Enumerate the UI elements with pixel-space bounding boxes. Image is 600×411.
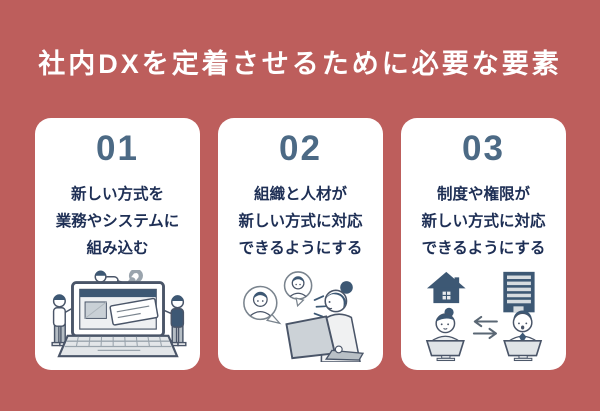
team-communication-illustration xyxy=(228,268,374,362)
card-01-text-line: 新しい方式を xyxy=(70,185,164,203)
person-laptop-bubbles-icon xyxy=(242,271,364,362)
card-03-text-line: 制度や権限が xyxy=(436,185,530,203)
card-02-text-line: できるようにする xyxy=(238,239,363,257)
remote-exchange-icon xyxy=(425,271,542,362)
card-01-number: 01 xyxy=(96,129,139,168)
card-02-text: 組織と人材が 新しい方式に対応 できるようにする xyxy=(238,181,362,262)
house-icon xyxy=(426,271,466,304)
system-integration-illustration xyxy=(45,268,191,362)
card-03-number: 03 xyxy=(462,129,505,168)
card-01-text-line: 業務やシステムに xyxy=(55,212,180,230)
card-02-text-line: 組織と人材が xyxy=(253,185,347,203)
card-03-text-line: できるようにする xyxy=(421,239,546,257)
card-03-text: 制度や権限が 新しい方式に対応 できるようにする xyxy=(421,181,545,262)
person-at-laptop-icon xyxy=(425,307,465,362)
person-at-laptop-icon xyxy=(502,310,542,362)
card-01-text-line: 組み込む xyxy=(86,239,149,257)
person-at-laptop-icon xyxy=(284,281,364,362)
card-03-text-line: 新しい方式に対応 xyxy=(421,212,546,230)
card-01-text: 新しい方式を 業務やシステムに 組み込む xyxy=(56,181,180,262)
laptop-build-icon xyxy=(50,270,187,358)
cards-row: 01 新しい方式を 業務やシステムに 組み込む xyxy=(35,118,566,370)
card-02-number: 02 xyxy=(279,129,322,168)
home-office-exchange-illustration xyxy=(411,268,557,362)
speech-bubble-icon xyxy=(283,271,312,308)
speaking-lines-icon xyxy=(313,295,326,318)
card-01: 01 新しい方式を 業務やシステムに 組み込む xyxy=(35,118,200,370)
card-02: 02 組織と人材が 新しい方式に対応 できるようにする xyxy=(218,118,383,370)
exchange-arrows-icon xyxy=(472,315,498,340)
page-title: 社内DXを定着させるために必要な要素 xyxy=(38,49,562,79)
office-building-icon xyxy=(502,271,535,313)
card-03: 03 制度や権限が 新しい方式に対応 できるようにする xyxy=(401,118,566,370)
card-02-text-line: 新しい方式に対応 xyxy=(238,212,363,230)
speech-bubble-icon xyxy=(242,285,281,325)
